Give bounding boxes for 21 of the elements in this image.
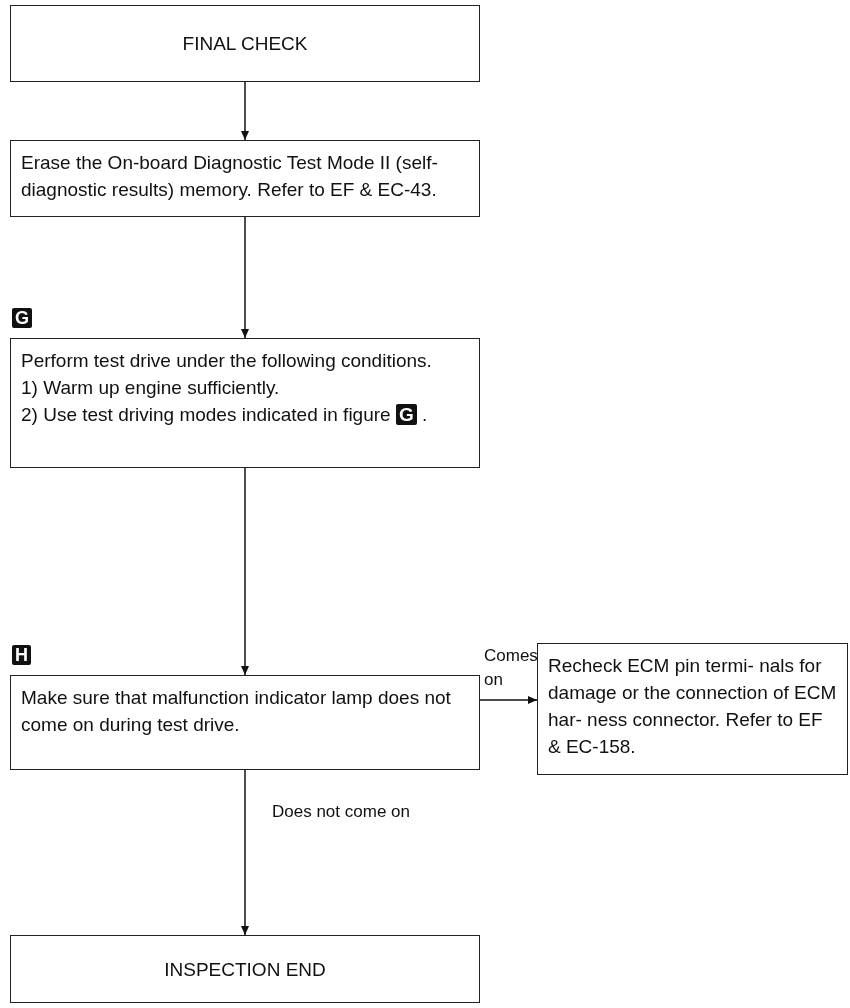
- list-item: 2) Use test driving modes indicated in figure G .: [21, 403, 429, 427]
- process-box: [10, 5, 480, 82]
- box-text: FINAL CHECK: [182, 32, 308, 56]
- end-box: [10, 935, 480, 1003]
- list-item: 1) Warm up engine sufficiently.: [21, 376, 281, 400]
- box-text: Recheck ECM pin termi- nals for damage or the connection of ECM har- ness connector. Refer to EF & EC-158.: [548, 654, 837, 759]
- process-box: [10, 140, 480, 217]
- arrow: [241, 769, 249, 936]
- arrow: [241, 216, 249, 339]
- box-text: Erase the On-board Diagnostic Test Mode II (self-diagnostic results) memory. Refer to EF & EC-43.: [21, 151, 439, 202]
- box-text: INSPECTION END: [164, 957, 326, 982]
- process-box: [537, 643, 848, 775]
- decision-box: [10, 675, 480, 770]
- arrow: [241, 81, 249, 141]
- figure-marker: H: [12, 645, 31, 665]
- process-box: [10, 338, 480, 468]
- box-text: Make sure that malfunction indicator lamp does not come on during test drive.: [21, 686, 452, 737]
- box-text: Perform test drive under the following conditions.: [21, 349, 433, 373]
- arrow: [479, 696, 538, 704]
- arrow: [241, 467, 249, 676]
- figure-marker: G: [12, 308, 32, 328]
